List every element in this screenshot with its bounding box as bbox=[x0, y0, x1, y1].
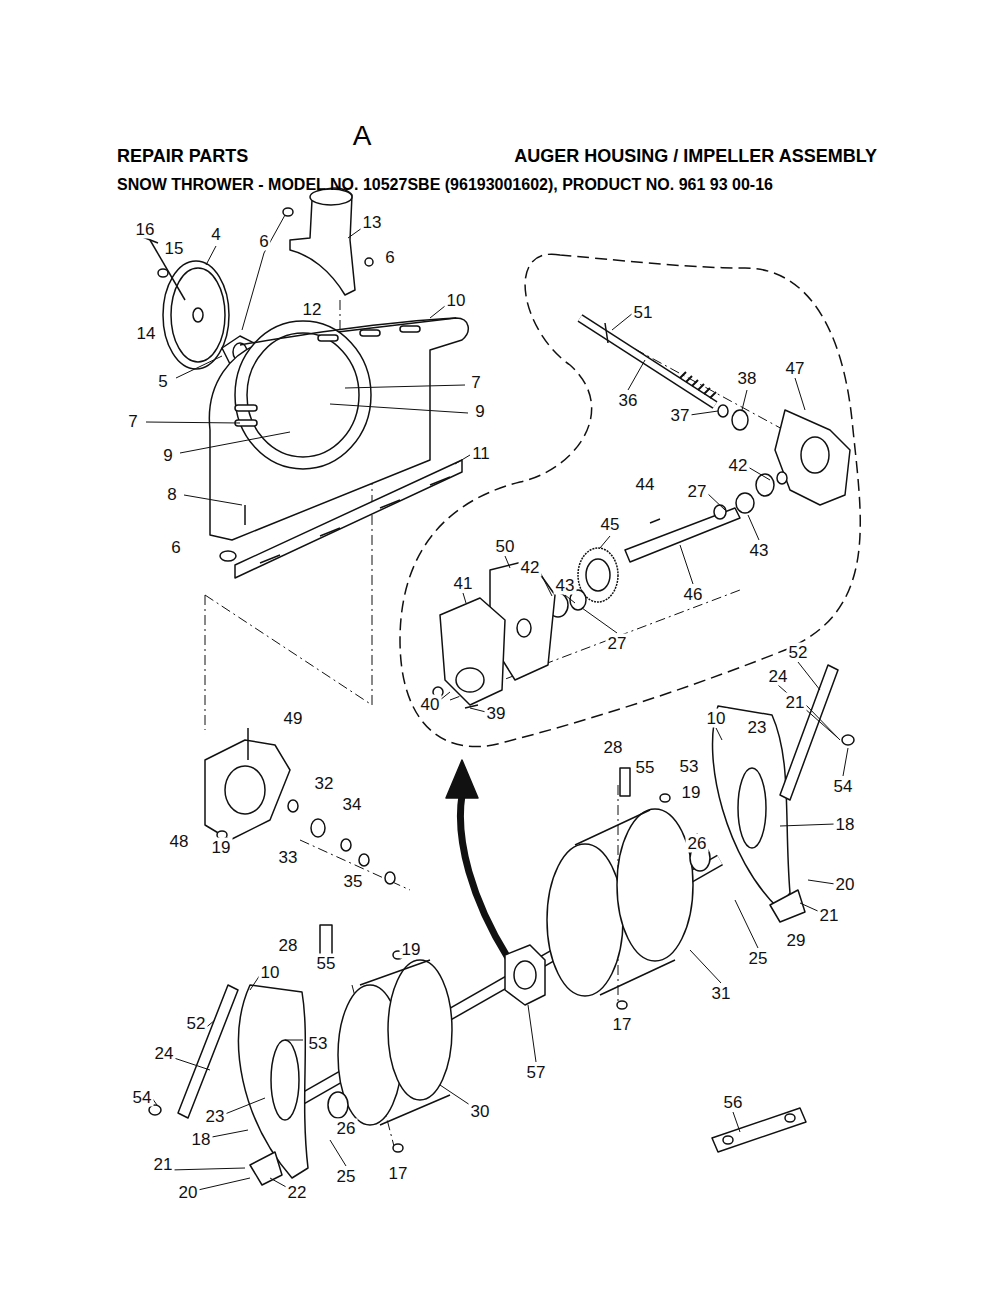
callout-number: 14 bbox=[135, 324, 158, 343]
callout-number: 27 bbox=[686, 482, 709, 501]
page-heading: SNOW THROWER - MODEL NO. 10527SBE (96193… bbox=[115, 176, 775, 194]
callout-number: 29 bbox=[785, 931, 808, 950]
callout-number: 23 bbox=[204, 1107, 227, 1126]
callout-number: 16 bbox=[134, 220, 157, 239]
callout-number: 17 bbox=[387, 1164, 410, 1183]
callout-number: 31 bbox=[710, 984, 733, 1003]
callout-number: 48 bbox=[168, 832, 191, 851]
callout-number: 51 bbox=[632, 303, 655, 322]
callout-number: 45 bbox=[599, 515, 622, 534]
callout-number: 52 bbox=[185, 1014, 208, 1033]
callout-number: 55 bbox=[634, 758, 657, 777]
callout-number: 22 bbox=[286, 1183, 309, 1202]
callout-number: 20 bbox=[834, 875, 857, 894]
callout-number: 4 bbox=[209, 225, 222, 244]
callout-number: 19 bbox=[400, 940, 423, 959]
callout-number: 52 bbox=[787, 643, 810, 662]
callout-number: 43 bbox=[554, 576, 577, 595]
callout-number: 18 bbox=[834, 815, 857, 834]
callout-number: 9 bbox=[473, 402, 486, 421]
callout-number: 35 bbox=[342, 872, 365, 891]
callout-number: 19 bbox=[680, 783, 703, 802]
callout-number: 10 bbox=[445, 291, 468, 310]
callout-number: 53 bbox=[307, 1034, 330, 1053]
callout-number: 36 bbox=[617, 391, 640, 410]
callout-number: 12 bbox=[301, 300, 324, 319]
callout-number: 55 bbox=[315, 954, 338, 973]
callout-number: 23 bbox=[746, 718, 769, 737]
callout-number: 54 bbox=[832, 777, 855, 796]
callout-number: 21 bbox=[784, 693, 807, 712]
callout-number: 54 bbox=[131, 1088, 154, 1107]
callout-number: 18 bbox=[190, 1130, 213, 1149]
callout-number: 19 bbox=[210, 838, 233, 857]
callout-number: 7 bbox=[126, 412, 139, 431]
callout-number: 28 bbox=[277, 936, 300, 955]
callout-number: 43 bbox=[748, 541, 771, 560]
page-heading: AUGER HOUSING / IMPELLER ASSEMBLY bbox=[512, 146, 879, 166]
callout-number: 47 bbox=[784, 359, 807, 378]
callout-number: 6 bbox=[169, 538, 182, 557]
callout-number: 10 bbox=[705, 709, 728, 728]
callout-number: 24 bbox=[153, 1044, 176, 1063]
callout-number: 15 bbox=[163, 239, 186, 258]
callout-number: 17 bbox=[611, 1015, 634, 1034]
callout-number: 25 bbox=[335, 1167, 358, 1186]
callout-number: 57 bbox=[525, 1063, 548, 1082]
callout-number: 49 bbox=[282, 709, 305, 728]
callout-number: 10 bbox=[259, 963, 282, 982]
callout-number: 40 bbox=[419, 695, 442, 714]
callout-number: 8 bbox=[165, 485, 178, 504]
callout-number: 44 bbox=[634, 475, 657, 494]
callout-number: 38 bbox=[736, 369, 759, 388]
callout-number: 53 bbox=[678, 757, 701, 776]
callout-number: 30 bbox=[469, 1102, 492, 1121]
callout-number: 33 bbox=[277, 848, 300, 867]
callout-number: 20 bbox=[177, 1183, 200, 1202]
callout-number: 21 bbox=[818, 906, 841, 925]
callout-number: 34 bbox=[341, 795, 364, 814]
callout-number: 24 bbox=[767, 667, 790, 686]
callout-number: 25 bbox=[747, 949, 770, 968]
callout-number: 37 bbox=[669, 406, 692, 425]
callout-number: 5 bbox=[156, 372, 169, 391]
callout-number: 46 bbox=[682, 585, 705, 604]
callout-number: 21 bbox=[152, 1155, 175, 1174]
callout-number: 32 bbox=[313, 774, 336, 793]
callout-number: 50 bbox=[494, 537, 517, 556]
callout-number: 41 bbox=[452, 574, 475, 593]
callout-number: 6 bbox=[383, 248, 396, 267]
callout-number: 39 bbox=[485, 704, 508, 723]
callout-number: 9 bbox=[161, 446, 174, 465]
callout-number: 42 bbox=[519, 558, 542, 577]
callout-number: 13 bbox=[361, 213, 384, 232]
callout-number: 26 bbox=[335, 1119, 358, 1138]
callout-number: 56 bbox=[722, 1093, 745, 1112]
callout-number: 6 bbox=[257, 232, 270, 251]
callout-number: 28 bbox=[602, 738, 625, 757]
callout-number: 26 bbox=[686, 834, 709, 853]
callout-number: 42 bbox=[727, 456, 750, 475]
callout-number: 7 bbox=[469, 373, 482, 392]
callout-number: 27 bbox=[606, 634, 629, 653]
page-heading: A bbox=[351, 121, 374, 151]
page-title: REPAIR PARTS bbox=[115, 146, 250, 166]
callout-number: 11 bbox=[470, 444, 492, 463]
